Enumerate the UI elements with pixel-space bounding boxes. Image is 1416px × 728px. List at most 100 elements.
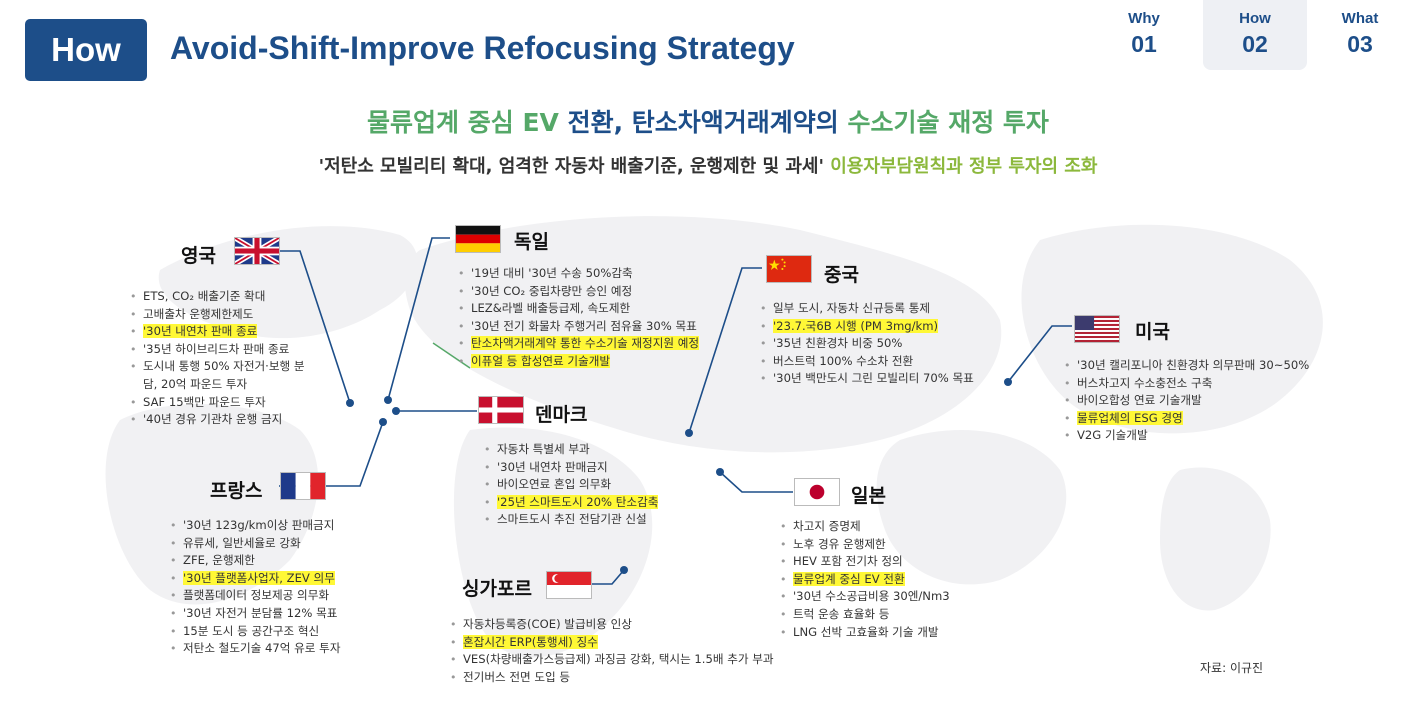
subheadline: '저탄소 모빌리티 확대, 엄격한 자동차 배출기준, 운행제한 및 과세' 이… [0,152,1416,178]
policy-item: '23.7.국6B 시행 (PM 3mg/km) [760,318,974,336]
china-flag-icon [766,255,812,283]
nav-tab-number: 01 [1131,31,1157,57]
country-name-germany: 독일 [514,231,549,253]
policy-item: SAF 15백만 파운드 투자 [130,394,305,412]
policy-text: 플랫폼데이터 정보제공 의무화 [183,588,330,603]
policy-item: '30년 CO₂ 중립차량만 승인 예정 [458,283,699,301]
policy-item: 물류업계 중심 EV 전환 [780,571,950,589]
nav-tab-label: How [1239,10,1271,27]
headline: 물류업계 중심 EV 전환, 탄소차액거래계약의 수소기술 재정 투자 [0,103,1416,139]
source-note: 자료: 이규진 [1200,661,1264,675]
uk-policy-list: ETS, CO₂ 배출기준 확대고배출차 운행제한제도'30년 내연차 판매 종… [130,288,305,429]
policy-text: 유류세, 일반세율로 강화 [183,535,301,550]
country-name-france: 프랑스 [210,480,263,502]
policy-text: '30년 전기 화물차 주행거리 점유율 30% 목표 [471,318,697,333]
policy-text: '30년 자전거 분담률 12% 목표 [183,605,338,620]
usa-flag-icon [1074,315,1120,343]
japan-flag-icon [794,478,840,506]
japan-policy-list: 차고지 증명제노후 경유 운행제한 HEV 포함 전기차 정의물류업계 중심 EV… [780,518,950,641]
singapore-flag-icon [546,571,592,599]
policy-text: 스마트도시 추진 전담기관 신설 [497,512,647,527]
policy-text: 차고지 증명제 [793,519,861,533]
nav-tab-label: Why [1128,10,1160,27]
highlighted-policy-text: 이퓨얼 등 합성연료 기술개발 [471,353,611,368]
policy-item: 트럭 운송 효율화 등 [780,606,950,624]
policy-item: 도시내 통행 50% 자전거·보행 분담, 20억 파운드 투자 [130,358,305,393]
policy-text: SAF 15백만 파운드 투자 [143,394,266,409]
policy-text: 노후 경유 운행제한 [793,536,886,551]
china-policy-list: 일부 도시, 자동차 신규등록 통제'23.7.국6B 시행 (PM 3mg/k… [760,300,974,388]
policy-text: '19년 대비 '30년 수송 50%감축 [471,266,633,280]
policy-item: '30년 내연차 판매금지 [484,459,658,477]
policy-item: VES(차량배출가스등급제) 과징금 강화, 택시는 1.5배 추가 부과 [450,651,774,669]
policy-text: 도시내 통행 50% 자전거·보행 분담, 20억 파운드 투자 [143,359,305,391]
country-name-usa: 미국 [1135,321,1170,343]
highlighted-policy-text: 탄소차액거래계약 통한 수소기술 재정지원 예정 [471,336,700,351]
policy-item: 바이오연료 혼입 의무화 [484,476,658,494]
policy-item: 혼잡시간 ERP(통행세) 징수 [450,634,774,652]
policy-text: 바이오합성 연료 기술개발 [1077,393,1202,408]
policy-item: '30년 플랫폼사업자, ZEV 의무 [170,570,341,588]
germany-policy-list: '19년 대비 '30년 수송 50%감축 '30년 CO₂ 중립차량만 승인 예… [458,265,700,371]
nav-tab-why[interactable]: Why 01 [1092,0,1196,70]
policy-item: 탄소차액거래계약 통한 수소기술 재정지원 예정 [458,335,700,353]
policy-item: 버스트럭 100% 수소차 전환 [760,353,974,371]
policy-text: '30년 123g/km이상 판매금지 [183,518,335,532]
policy-item: '30년 백만도시 그린 모빌리티 70% 목표 [760,370,974,388]
policy-text: 버스차고지 수소충전소 구축 [1077,375,1213,390]
germany-flag-icon [455,225,501,253]
denmark-policy-list: 자동차 특별세 부과'30년 내연차 판매금지바이오연료 혼입 의무화'25년 … [484,441,659,529]
subheadline-part: 이용자부담원칙과 정부 투자의 조화 [830,156,1098,177]
policy-item: '30년 123g/km이상 판매금지 [170,517,341,535]
headline-part: 전환, 탄소차액거래계약의 [558,108,848,137]
policy-item: 스마트도시 추진 전담기관 신설 [484,511,658,529]
nav-tab-what[interactable]: What 03 [1308,0,1412,70]
policy-text: '30년 백만도시 그린 모빌리티 70% 목표 [773,371,974,386]
france-flag-icon [280,472,326,500]
policy-item: 저탄소 철도기술 47억 유로 투자 [170,640,341,658]
policy-text: 15분 도시 등 공간구조 혁신 [183,623,320,638]
page-title: Avoid-Shift-Improve Refocusing Strategy [170,30,795,66]
singapore-policy-list: 자동차등록증(COE) 발급비용 인상혼잡시간 ERP(통행세) 징수VES(차… [450,616,774,686]
policy-text: 전기버스 전면 도입 등 [463,669,571,684]
highlighted-policy-text: 물류업계 중심 EV 전환 [793,571,905,586]
policy-item: '19년 대비 '30년 수송 50%감축 [458,265,699,283]
policy-item: '35년 친환경차 비중 50% [760,335,974,353]
policy-text: VES(차량배출가스등급제) 과징금 강화, 택시는 1.5배 추가 부과 [463,652,774,667]
policy-item: '30년 캘리포니아 친환경차 의무판매 30~50% [1064,357,1309,375]
highlighted-policy-text: '23.7.국6B 시행 (PM 3mg/km) [773,318,939,333]
country-name-china: 중국 [824,264,859,286]
highlighted-policy-text: '25년 스마트도시 20% 탄소감축 [497,494,659,509]
policy-item: 유류세, 일반세율로 강화 [170,535,341,553]
headline-part: 물류업계 중심 [367,108,523,137]
policy-item: '30년 전기 화물차 주행거리 점유율 30% 목표 [458,318,699,336]
policy-text: '30년 내연차 판매금지 [497,459,608,474]
policy-text: '30년 캘리포니아 친환경차 의무판매 30~50% [1077,358,1310,372]
policy-item: '30년 내연차 판매 종료 [130,323,305,341]
policy-text: '35년 친환경차 비중 50% [773,336,903,351]
policy-item: 전기버스 전면 도입 등 [450,669,774,687]
country-name-japan: 일본 [851,485,886,507]
policy-text: 자동차등록증(COE) 발급비용 인상 [463,617,632,631]
policy-text: V2G 기술개발 [1077,428,1148,443]
section-badge: How [25,19,147,81]
policy-text: LEZ&라벨 배출등급제, 속도제한 [471,301,631,316]
policy-item: '25년 스마트도시 20% 탄소감축 [484,494,659,512]
highlighted-policy-text: 물류업체의 ESG 경영 [1077,410,1183,425]
nav-tab-number: 02 [1242,31,1268,57]
policy-item: LNG 선박 고효율화 기술 개발 [780,624,950,642]
policy-item: '30년 자전거 분담률 12% 목표 [170,605,341,623]
policy-item: 버스차고지 수소충전소 구축 [1064,375,1309,393]
france-policy-list: '30년 123g/km이상 판매금지유류세, 일반세율로 강화ZFE, 운행제… [170,517,341,658]
nav-tab-how[interactable]: How 02 [1203,0,1307,70]
highlighted-policy-text: '30년 플랫폼사업자, ZEV 의무 [183,570,335,585]
headline-part: 수소기술 재정 투자 [847,108,1049,137]
country-name-uk: 영국 [181,245,216,267]
policy-item: V2G 기술개발 [1064,427,1309,445]
policy-item: 자동차등록증(COE) 발급비용 인상 [450,616,774,634]
policy-item: 바이오합성 연료 기술개발 [1064,392,1309,410]
country-name-singapore: 싱가포르 [462,578,532,600]
policy-text: HEV 포함 전기차 정의 [793,554,903,569]
policy-item: 고배출차 운행제한제도 [130,306,305,324]
policy-item: '30년 수소공급비용 30엔/Nm3 [780,588,950,606]
